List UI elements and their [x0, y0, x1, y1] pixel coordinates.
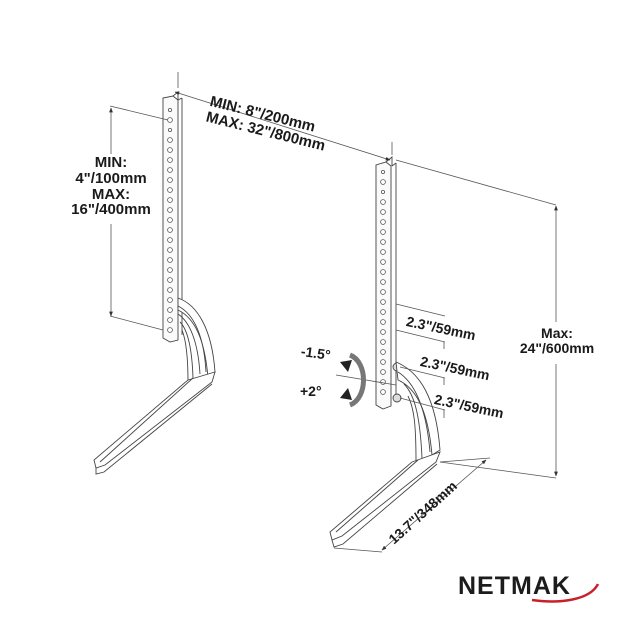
tilt-back-label: +2° [300, 383, 322, 399]
height-max-value: 24"/600mm [519, 339, 595, 356]
right-stand [329, 156, 441, 548]
hole-range-max-title: MAX: [91, 185, 131, 203]
netmak-logo: NETMAK [458, 572, 571, 600]
hole-range-label: MIN: 4"/100mm MAX: 16"/400mm [66, 155, 156, 218]
dimension-lines [109, 72, 558, 553]
hole-range-min-title: MIN: [94, 154, 128, 171]
right-post-holes [380, 169, 386, 395]
left-post-holes [167, 108, 173, 333]
logo-swoosh-icon [531, 583, 600, 603]
height-max-title: Max: [541, 325, 573, 341]
hole-range-min-value: 4"/100mm [75, 169, 147, 187]
left-stand [93, 91, 216, 475]
hole-range-max-value: 16"/400mm [71, 201, 151, 219]
tilt-arrow-icon [340, 352, 366, 408]
height-max-label: Max: 24"/600mm [506, 326, 608, 355]
